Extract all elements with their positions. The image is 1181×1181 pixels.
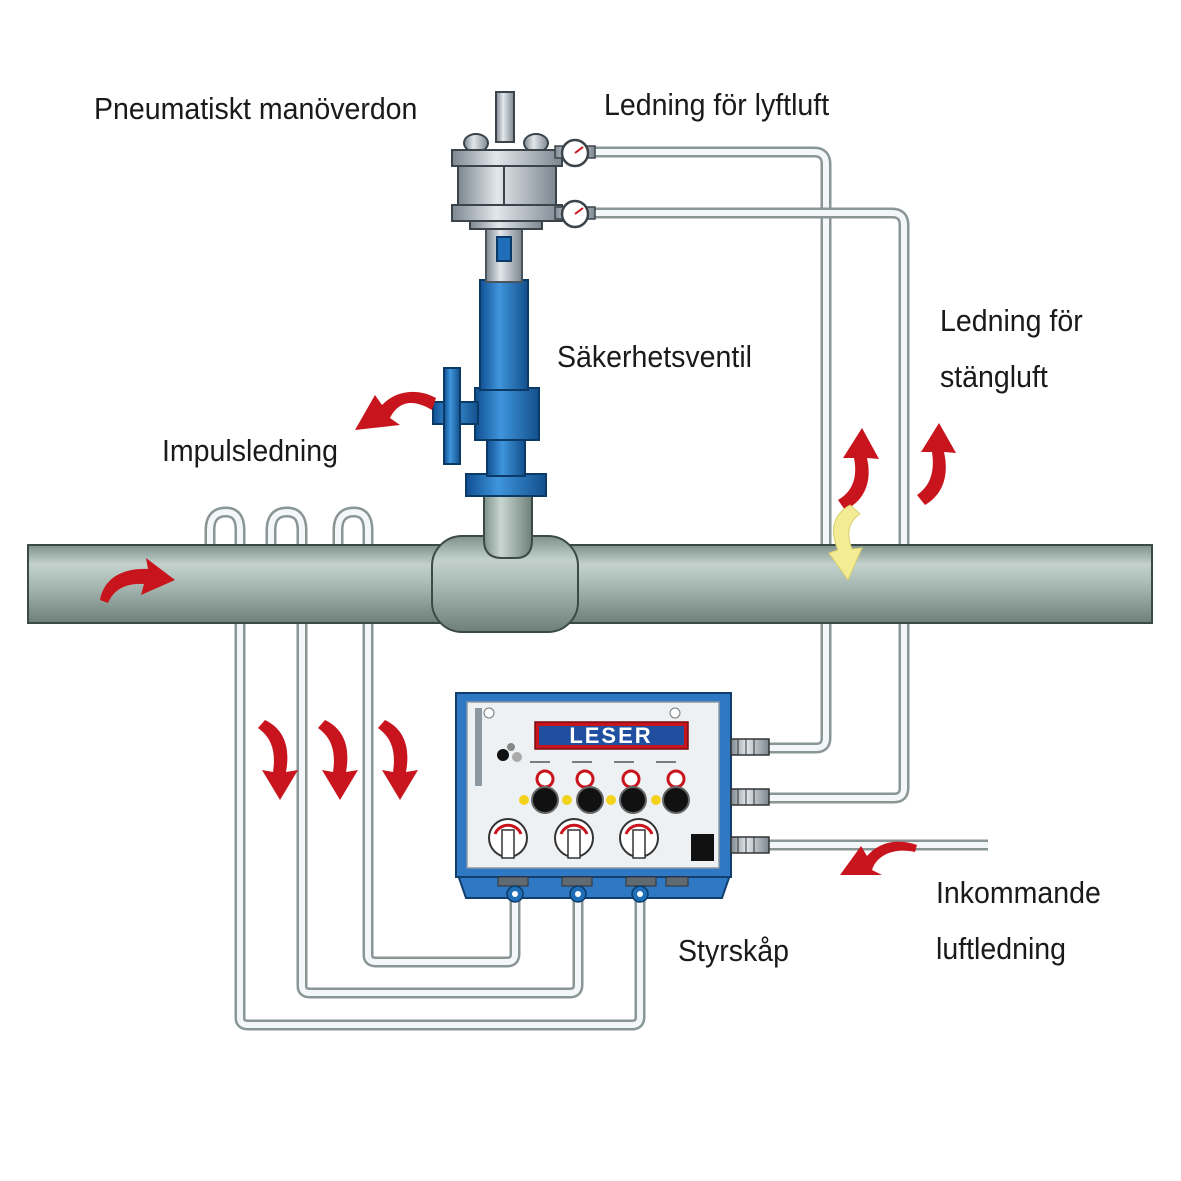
label-control-cabinet: Styrskåp <box>678 933 789 968</box>
label-incoming-air-line-2: luftledning <box>936 930 1067 966</box>
flow-arrow-icon <box>355 391 436 430</box>
flow-arrow-icon <box>258 720 298 800</box>
label-closing-air-line: Ledning för stängluft <box>940 300 1083 398</box>
label-incoming-air-line: Inkommande luftledning <box>936 872 1101 970</box>
pneumatic-actuator <box>451 91 563 230</box>
flow-arrow-icon <box>378 720 418 800</box>
label-incoming-air-line-1: Inkommande <box>936 875 1101 910</box>
valve-nozzle <box>483 494 533 559</box>
selector-switches <box>488 818 659 859</box>
flow-arrow-icon <box>100 558 175 603</box>
label-lift-air-line: Ledning för lyftluft <box>604 87 830 122</box>
process-pipe <box>27 494 1153 633</box>
indicator-lamps <box>519 769 686 805</box>
label-closing-air-line-1: Ledning för <box>940 303 1083 338</box>
flow-arrow-icon <box>917 423 956 505</box>
flow-arrow-icon <box>840 841 917 875</box>
cabinet-logo-text: LESER <box>569 723 652 748</box>
control-cabinet: LESER <box>455 692 770 903</box>
label-closing-air-line-2: stängluft <box>940 358 1048 394</box>
air-lines <box>595 146 988 851</box>
hose-fittings <box>730 738 770 854</box>
flow-arrow-icon <box>828 504 863 582</box>
flow-arrows <box>100 391 956 875</box>
impulse-lines <box>204 506 646 1031</box>
flow-arrow-icon <box>838 428 879 510</box>
gauge-icon <box>554 199 596 229</box>
label-impulse-line: Impulsledning <box>162 433 338 468</box>
gauge-icon <box>554 138 596 168</box>
flow-arrow-icon <box>318 720 358 800</box>
label-actuator: Pneumatiskt manöverdon <box>94 91 418 126</box>
label-safety-valve: Säkerhetsventil <box>557 339 752 374</box>
push-buttons <box>531 786 690 814</box>
safety-valve <box>432 219 547 497</box>
